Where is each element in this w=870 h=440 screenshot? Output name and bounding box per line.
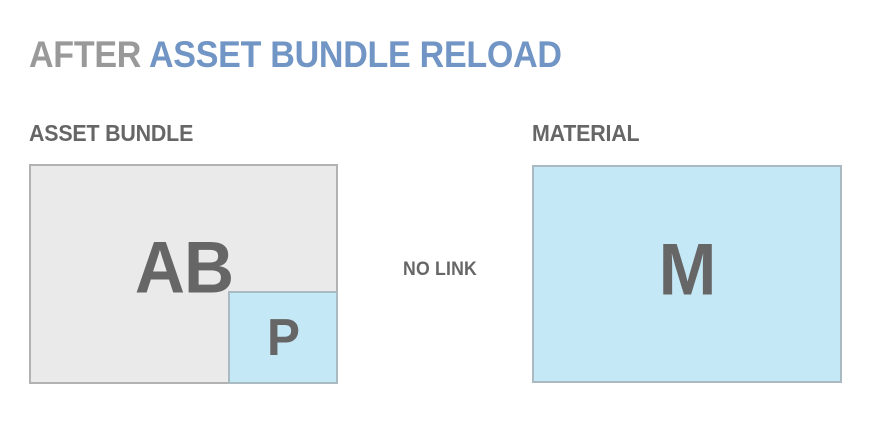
page-title-emphasis: ASSET BUNDLE RELOAD [149, 34, 562, 75]
asset-bundle-box-letter: AB [134, 227, 233, 309]
material-box: M [532, 165, 842, 383]
asset-bundle-box: AB [29, 164, 338, 384]
asset-bundle-section-label: ASSET BUNDLE [29, 120, 194, 146]
prefab-box-letter: P [266, 308, 300, 367]
no-link-annotation: NO LINK [403, 259, 477, 280]
material-box-letter: M [658, 229, 717, 311]
prefab-box: P [228, 291, 338, 384]
page-title: AFTER ASSET BUNDLE RELOAD [29, 32, 562, 78]
page-title-prefix: AFTER [29, 34, 150, 75]
material-section-label: MATERIAL [532, 120, 640, 146]
